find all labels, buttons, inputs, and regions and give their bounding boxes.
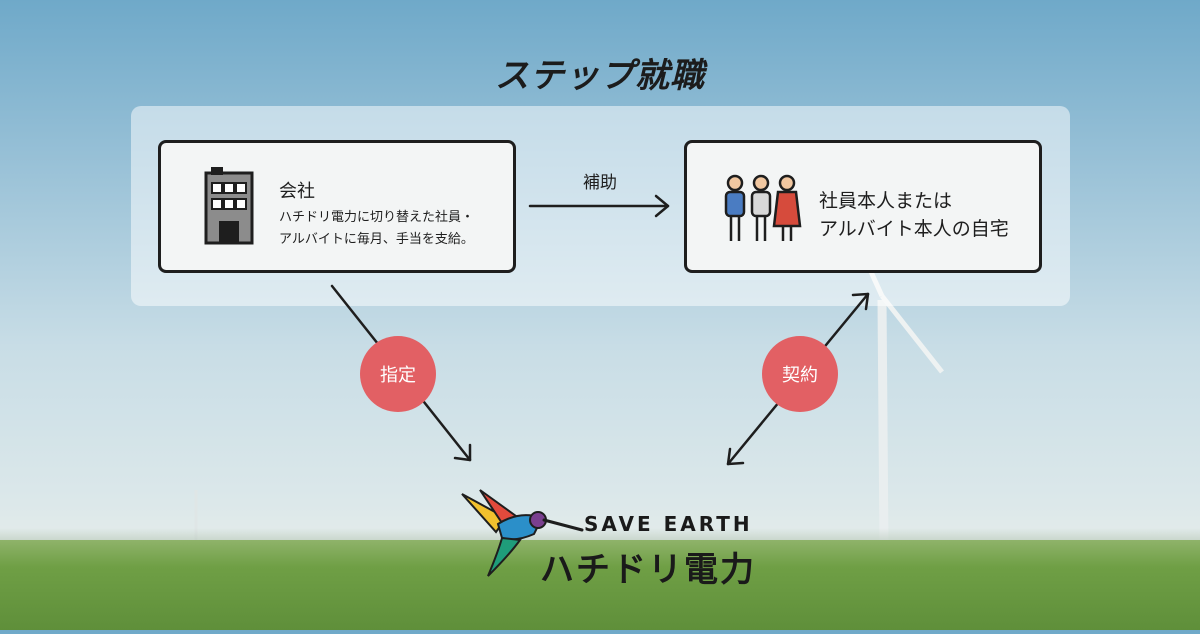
hummingbird-icon — [458, 488, 588, 587]
company-box: 会社 ハチドリ電力に切り替えた社員・ アルバイトに毎月、手当を支給。 — [158, 140, 516, 273]
company-description: ハチドリ電力に切り替えた社員・ アルバイトに毎月、手当を支給。 — [279, 207, 474, 251]
home-line2: アルバイト本人の自宅 — [819, 218, 1009, 240]
home-line1: 社員本人または — [819, 190, 953, 212]
contract-label: 契約 — [782, 365, 818, 386]
company-description-line2: アルバイトに毎月、手当を支給。 — [279, 232, 474, 247]
building-icon — [203, 165, 255, 249]
home-description: 社員本人または アルバイト本人の自宅 — [819, 187, 1009, 243]
company-description-line1: ハチドリ電力に切り替えた社員・ — [279, 210, 475, 225]
support-label: 補助 — [583, 173, 617, 193]
designate-badge: 指定 — [360, 336, 436, 412]
designate-label: 指定 — [380, 365, 416, 386]
support-arrow — [528, 194, 670, 218]
people-icon — [721, 173, 803, 249]
grass-field — [0, 540, 1200, 630]
page-title: ステップ就職 — [495, 56, 705, 96]
logo-name: ハチドリ電力 — [540, 550, 756, 590]
logo-tagline: SAVE EARTH — [584, 512, 753, 536]
home-box: 社員本人または アルバイト本人の自宅 — [684, 140, 1042, 273]
company-name: 会社 — [279, 181, 315, 202]
contract-badge: 契約 — [762, 336, 838, 412]
